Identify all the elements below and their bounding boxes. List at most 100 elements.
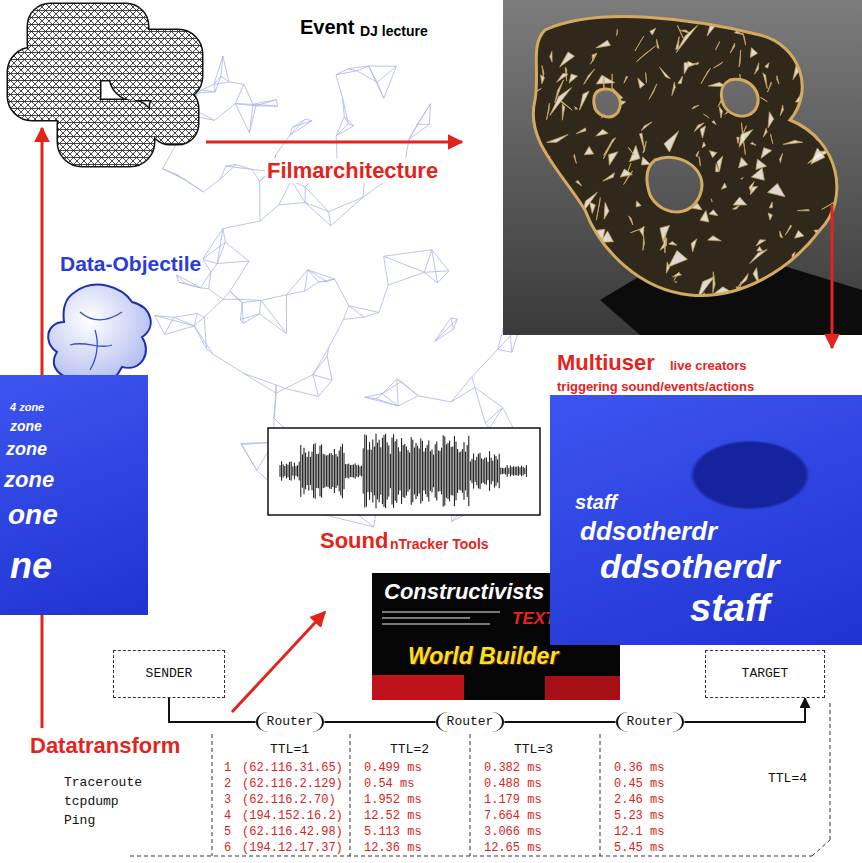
render-facet	[834, 267, 840, 278]
wireframe-line	[475, 387, 485, 423]
render-facet	[848, 187, 849, 193]
panel-text: ddsotherdr	[580, 516, 717, 546]
render-edge	[533, 17, 837, 296]
ascii-rule	[130, 856, 812, 857]
render-facet	[708, 236, 721, 241]
render-facet	[783, 140, 803, 144]
wireframe-line	[201, 84, 214, 90]
render-facet	[678, 76, 683, 83]
wireframe-line	[438, 271, 449, 283]
wireframe-line	[279, 203, 305, 205]
render-facet	[781, 0, 796, 25]
render-facet	[550, 88, 572, 116]
wireframe-line	[260, 205, 279, 221]
wireframe-line	[409, 124, 429, 139]
render-facet	[739, 158, 748, 168]
wireframe-line	[418, 396, 451, 402]
wireframe-line	[305, 282, 319, 291]
render-facet	[741, 10, 747, 20]
render-facet	[605, 285, 613, 290]
wireframe-line	[384, 250, 432, 257]
render-facet	[569, 74, 577, 83]
wireframe-line	[213, 354, 244, 373]
wireframe-line	[225, 242, 249, 261]
render-facet	[668, 251, 687, 267]
wireframe-line	[365, 394, 382, 397]
render-facet	[836, 182, 856, 188]
render-facet	[704, 114, 710, 118]
objectile-figure	[48, 285, 151, 386]
render-facet	[739, 50, 741, 67]
render-facet	[550, 248, 556, 255]
render-facet	[673, 273, 682, 277]
poster-lines	[382, 612, 500, 624]
render-facet	[740, 16, 761, 27]
wireframe-line	[292, 121, 312, 128]
wireframe-line	[348, 69, 357, 71]
wireframe-line	[319, 279, 335, 282]
wireframe-line	[384, 256, 425, 272]
render-facet	[760, 98, 767, 102]
render-facet	[741, 178, 743, 180]
render-facet	[711, 199, 712, 202]
wireframe-line	[244, 84, 253, 104]
render-facet	[757, 247, 763, 251]
wireframe-line	[230, 291, 242, 302]
wireframe-line	[276, 388, 285, 393]
wireframe-line	[329, 197, 363, 211]
render-facet	[542, 172, 548, 180]
wireframe-line	[369, 66, 397, 67]
host-label: SENDER	[146, 666, 193, 681]
render-facet	[642, 157, 651, 165]
table-cell: 0.499 ms	[362, 761, 424, 775]
table-cell: 0.36 ms	[612, 761, 666, 775]
render-facet	[843, 237, 851, 239]
wireframe-line	[357, 66, 369, 71]
network-link	[169, 698, 256, 722]
wireframe-line	[194, 317, 204, 326]
wireframe-line	[223, 56, 229, 82]
render-facet	[716, 164, 719, 172]
render-facet	[596, 198, 600, 221]
render-facet	[733, 197, 747, 205]
render-facet	[557, 242, 563, 251]
network-link	[324, 721, 435, 723]
wireframe-line	[435, 329, 454, 341]
table-cell: (194.152.16.2)	[240, 809, 345, 823]
render-facet	[739, 130, 753, 148]
table-cell: 6	[222, 841, 233, 855]
wireframe-line	[369, 66, 384, 98]
router-label: Router	[627, 714, 674, 729]
render-facet	[641, 122, 652, 131]
render-facet	[845, 265, 847, 272]
render-facet	[815, 278, 817, 292]
wireframe-line	[382, 379, 397, 394]
render-facet	[529, 169, 533, 177]
render-facet	[533, 174, 537, 182]
render-facet	[808, 281, 814, 290]
ascii-rule	[470, 734, 471, 856]
render-facet	[763, 27, 776, 31]
render-facet	[756, 240, 766, 246]
wireframe-line	[424, 272, 437, 283]
wireframe-line	[243, 314, 259, 324]
arrow-label: Datatransform	[28, 733, 182, 758]
wireframe-line	[432, 250, 438, 283]
wireframe-line	[165, 326, 195, 335]
panel-text: staff	[575, 491, 617, 513]
table-cell: 1.952 ms	[362, 793, 424, 807]
wireframe-line	[242, 300, 261, 302]
render-facet	[545, 201, 556, 206]
wireframe-line	[179, 282, 200, 287]
render-facet	[624, 76, 628, 83]
render-facet	[550, 9, 556, 20]
subtitle: DJ lecture	[358, 23, 430, 39]
table-cell: 3.066 ms	[482, 825, 544, 839]
render-facet	[851, 102, 853, 104]
render-facet	[587, 265, 593, 273]
table-cell: 12.36 ms	[362, 841, 424, 855]
render-facet	[664, 234, 666, 253]
wireframe-line	[329, 319, 344, 348]
render-facet	[596, 129, 608, 136]
wireframe-line	[203, 259, 211, 272]
